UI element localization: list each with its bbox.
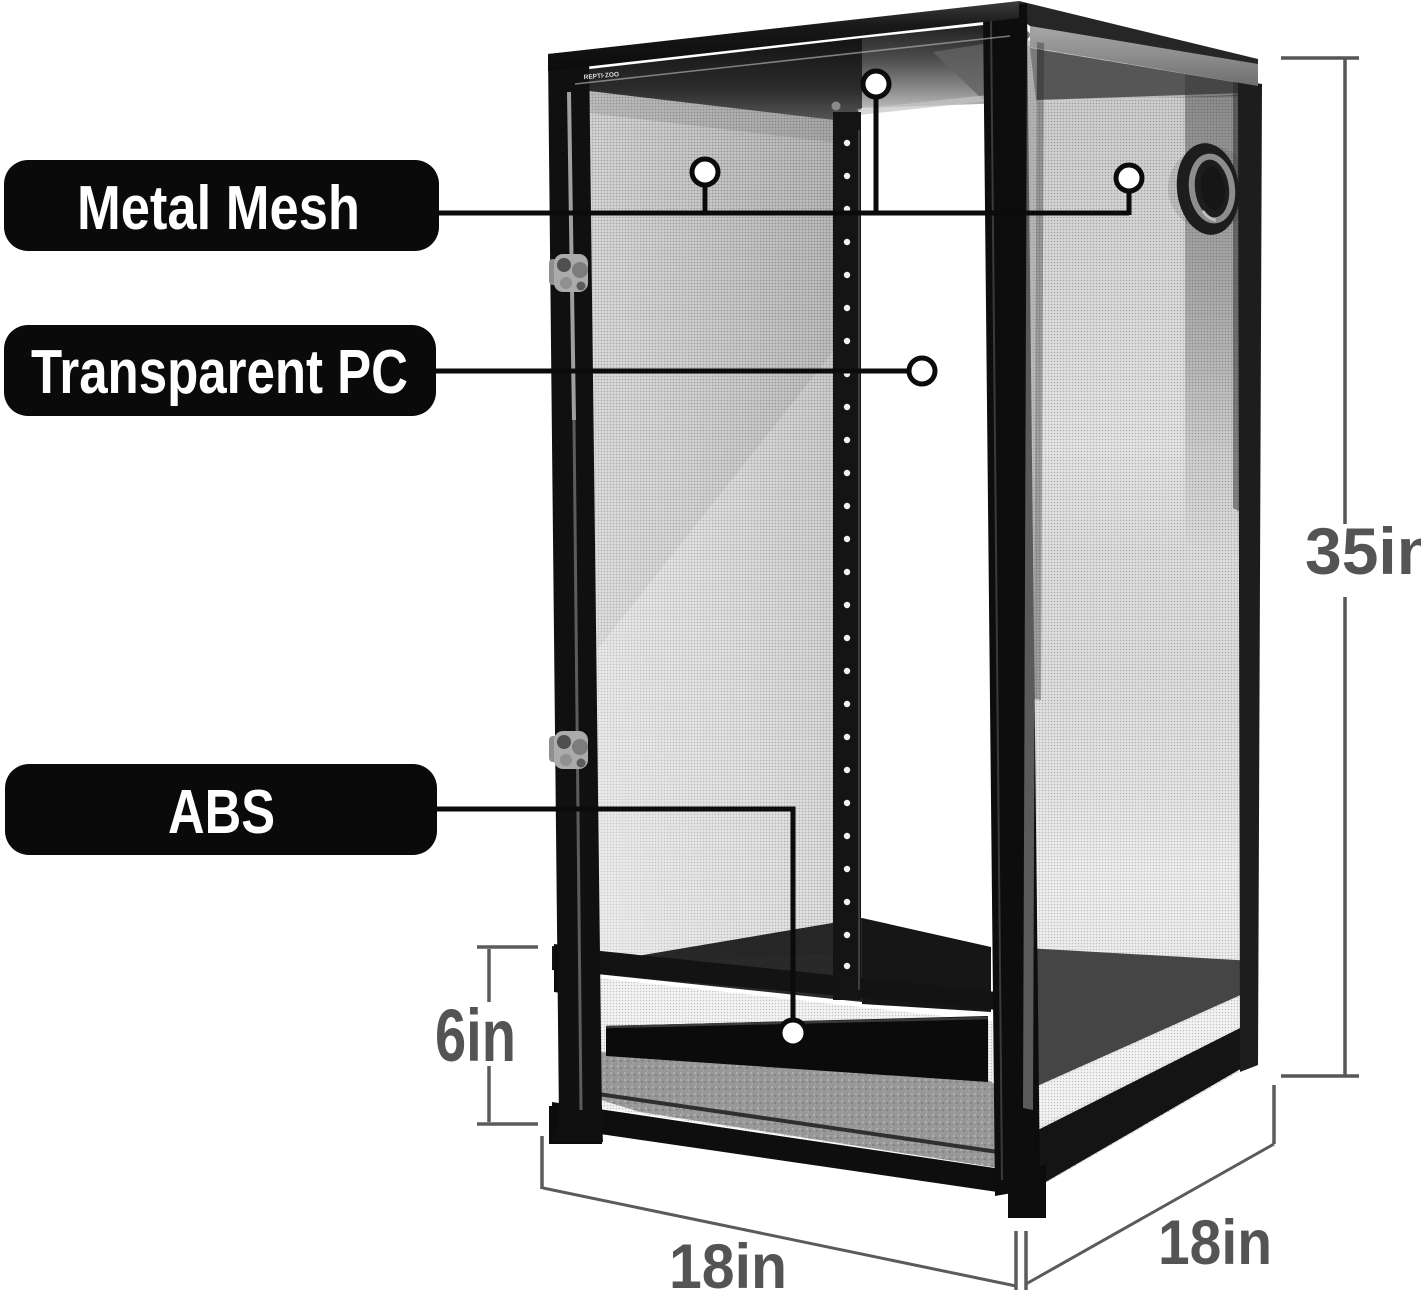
svg-text:6in: 6in <box>435 994 516 1077</box>
svg-text:REPTI·ZOO: REPTI·ZOO <box>583 71 619 81</box>
svg-text:18in: 18in <box>1158 1208 1272 1278</box>
svg-text:35in: 35in <box>1305 514 1421 588</box>
svg-text:ABS: ABS <box>168 778 275 847</box>
svg-text:18in: 18in <box>669 1232 787 1293</box>
svg-text:Transparent PC: Transparent PC <box>31 338 408 407</box>
svg-text:Metal Mesh: Metal Mesh <box>77 174 360 243</box>
